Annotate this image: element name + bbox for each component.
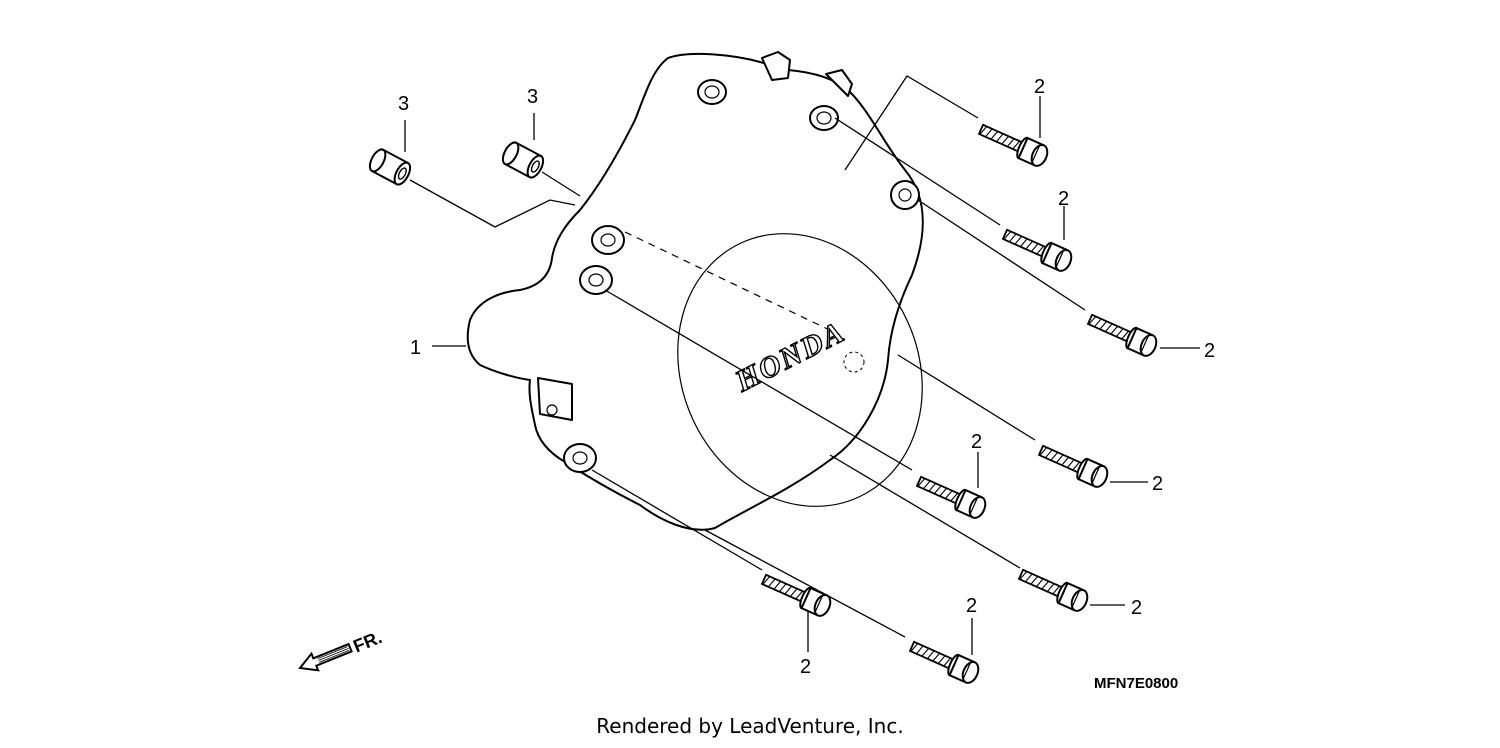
callout-bolt: 2 — [966, 595, 977, 617]
bolt-6 — [1015, 563, 1092, 615]
callout-bolt: 2 — [1152, 473, 1163, 495]
callouts: 1 3 3 2 2 2 2 2 2 2 2 — [398, 76, 1215, 678]
bolt-4 — [1035, 439, 1112, 491]
diagram-code: MFN7E0800 — [1094, 675, 1178, 692]
dowel-left — [365, 146, 415, 188]
dowel-right — [498, 139, 548, 181]
callout-bolt: 2 — [971, 431, 982, 453]
callout-bolt: 2 — [1204, 340, 1215, 362]
front-direction-label: FR. — [350, 627, 384, 656]
bolt-8 — [906, 635, 983, 687]
bolt-7 — [758, 568, 835, 620]
generator-cover: HONDA — [466, 51, 924, 531]
callout-bolt: 2 — [1034, 76, 1045, 98]
front-direction-arrow: FR. — [298, 627, 385, 672]
bolt-1 — [975, 118, 1052, 170]
bolt-3 — [1084, 308, 1161, 360]
bolt-5 — [913, 470, 990, 522]
callout-bolt: 2 — [800, 656, 811, 678]
leader-lines — [404, 75, 1200, 655]
bolt-2 — [999, 223, 1076, 275]
render-credit: Rendered by LeadVenture, Inc. — [596, 714, 903, 738]
callout-bolt: 2 — [1058, 188, 1069, 210]
callout-cover: 1 — [410, 337, 421, 359]
callout-dowel: 3 — [527, 86, 538, 108]
callout-dowel: 3 — [398, 93, 409, 115]
callout-bolt: 2 — [1131, 597, 1142, 619]
